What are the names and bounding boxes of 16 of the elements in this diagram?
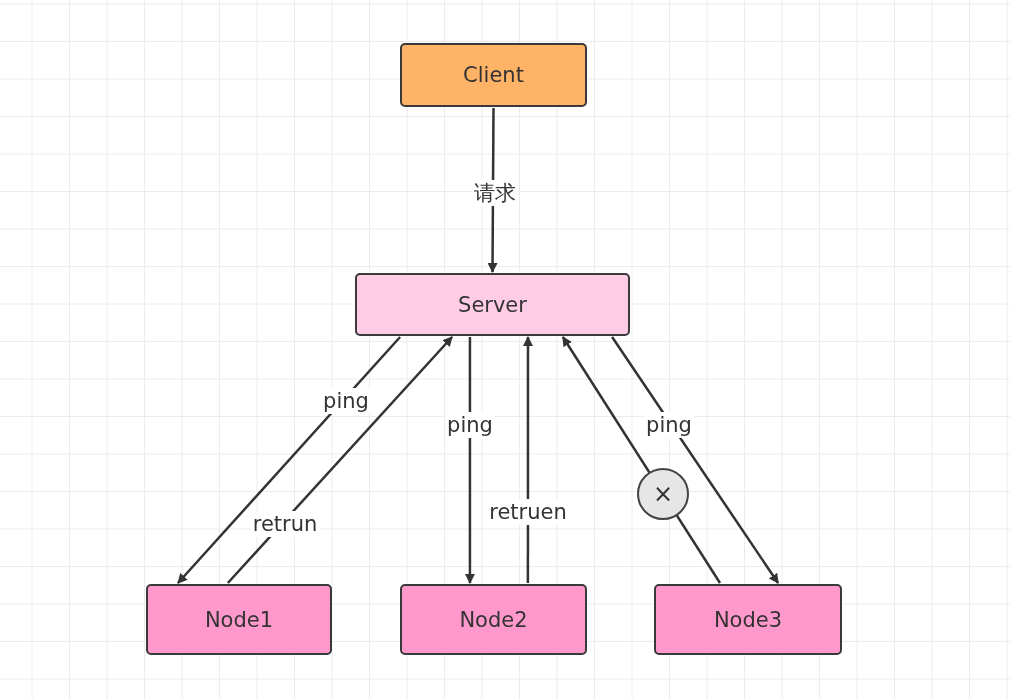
arrow (177, 336, 402, 584)
edge-label: ping (321, 388, 371, 414)
cross-mark: × (637, 468, 689, 520)
arrow (522, 336, 533, 583)
server-box: Server (355, 273, 630, 336)
arrow (464, 337, 475, 584)
edge-label: ping (445, 412, 495, 438)
edge-label: 请求 (472, 180, 518, 206)
node-box: Node2 (400, 584, 587, 655)
edge-label: ping (644, 412, 694, 438)
arrow (226, 336, 453, 584)
client-box: Client (400, 43, 587, 107)
edge-label: retrun (250, 511, 320, 537)
node-box: Node3 (654, 584, 842, 655)
node-box: Node1 (146, 584, 332, 655)
arrow (611, 336, 780, 584)
